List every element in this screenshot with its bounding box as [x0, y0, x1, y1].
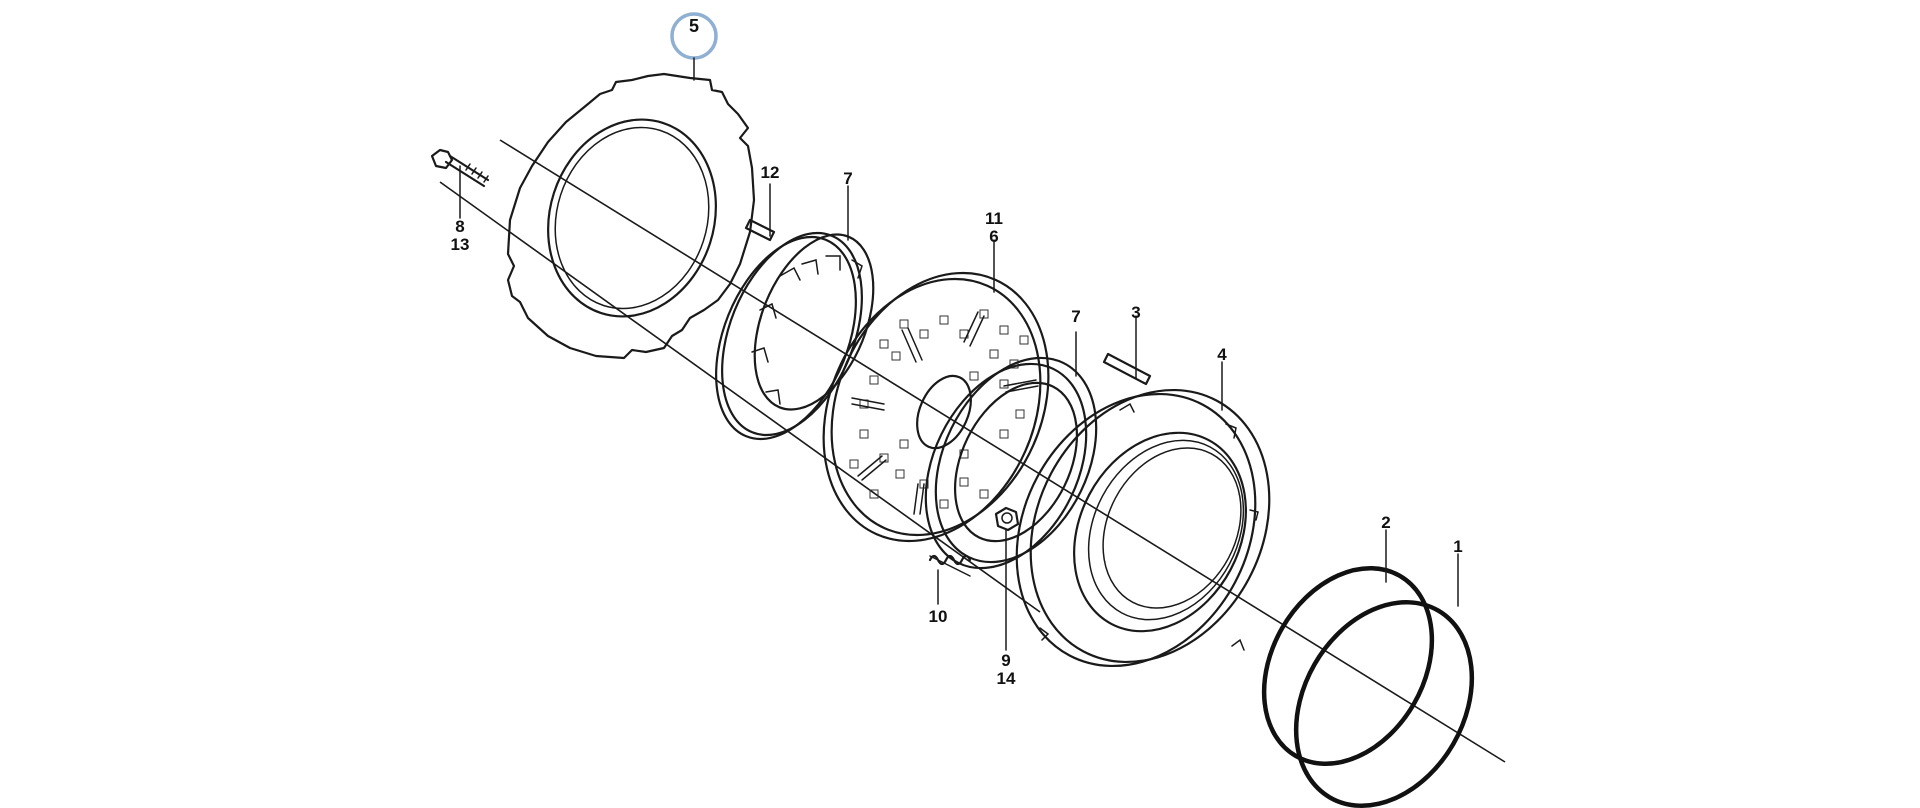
part-7-spring-carrier[interactable]	[689, 185, 897, 460]
callout-1[interactable]: 1	[1453, 537, 1462, 556]
callout-2[interactable]: 2	[1381, 513, 1390, 532]
callout-9[interactable]: 9	[1001, 651, 1010, 670]
callout-4[interactable]: 4	[1217, 345, 1227, 364]
callout-3[interactable]: 3	[1131, 303, 1140, 322]
part-4-piston-housing[interactable]	[970, 348, 1315, 708]
callout-5[interactable]: 5	[689, 16, 699, 36]
callout-7-left[interactable]: 7	[843, 169, 852, 188]
callout-11[interactable]: 11	[985, 209, 1003, 228]
callout-7-right[interactable]: 7	[1071, 307, 1080, 326]
callout-labels: 5 12 7 11 6 8 13 7 3 4 2 1 10 9 14	[451, 16, 1463, 688]
callout-14[interactable]: 14	[997, 669, 1016, 688]
callout-8[interactable]: 8	[455, 217, 464, 236]
part-3-dowel-pin[interactable]	[1102, 315, 1152, 386]
assembly-axis-lines	[439, 139, 1506, 763]
part-6-friction-plate[interactable]	[784, 238, 1089, 575]
part-10-spring[interactable]	[928, 554, 972, 605]
part-12-pin[interactable]	[744, 183, 776, 242]
friction-slots	[851, 311, 1039, 515]
callout-10[interactable]: 10	[929, 607, 948, 626]
part-8-bolt[interactable]	[430, 148, 490, 219]
part-1-o-ring[interactable]	[1261, 553, 1508, 808]
part-9-nut[interactable]	[994, 506, 1020, 651]
part-5-toothed-disc[interactable]	[506, 72, 756, 360]
callout-12[interactable]: 12	[761, 163, 780, 182]
part-2-o-ring[interactable]	[1230, 529, 1466, 794]
callout-6[interactable]: 6	[989, 227, 998, 246]
callout-13[interactable]: 13	[451, 235, 470, 254]
part-7-retainer-ring[interactable]	[894, 331, 1128, 594]
